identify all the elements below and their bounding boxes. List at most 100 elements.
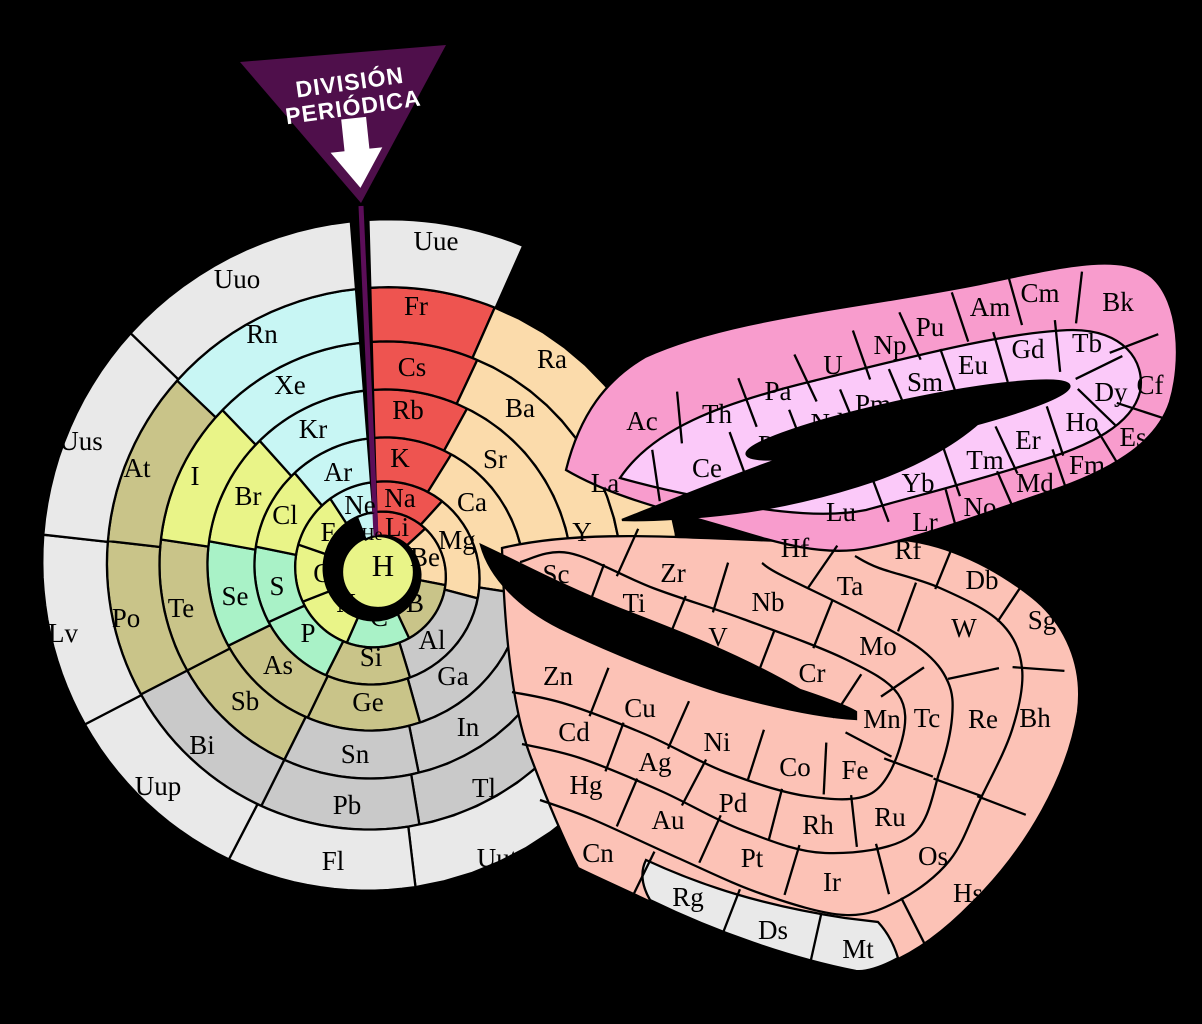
- element-label-Rn: Rn: [246, 319, 278, 349]
- element-label-Pr: Pr: [758, 430, 782, 460]
- cell-divider-lanthanides-0: [651, 449, 661, 502]
- cell-divider-actinides-5: [950, 291, 970, 343]
- element-label-Al: Al: [419, 625, 446, 655]
- element-label-Pa: Pa: [765, 376, 792, 406]
- element-label-Ra: Ra: [537, 344, 567, 374]
- cell-divider-d_period6-6: [698, 814, 722, 864]
- element-label-Cr: Cr: [799, 658, 826, 688]
- cell-divider-d_period4-5: [822, 742, 828, 795]
- element-label-Er: Er: [1015, 425, 1040, 455]
- element-label-I: I: [191, 461, 200, 491]
- element-label-He: He: [362, 524, 383, 544]
- cell-divider-actinides-3: [851, 330, 872, 380]
- element-label-Ge: Ge: [352, 687, 383, 717]
- element-label-Ag: Ag: [639, 747, 672, 777]
- element-label-Dy: Dy: [1095, 377, 1128, 407]
- element-label-Cm: Cm: [1020, 278, 1059, 308]
- element-label-Ru: Ru: [874, 802, 906, 832]
- cell-divider-lanthanides-2: [788, 409, 809, 459]
- element-label-Ir: Ir: [823, 867, 841, 897]
- cell-divider-d_period4-3: [831, 673, 863, 719]
- element-label-Pm: Pm: [855, 389, 891, 419]
- cell-divider-d_period5-8: [604, 722, 625, 772]
- cell-divider-d_period7-0: [934, 540, 956, 590]
- element-label-Nb: Nb: [752, 587, 785, 617]
- band-boundary-b67: [539, 554, 1024, 917]
- cell-divider-d_period6-4: [874, 843, 891, 895]
- element-label-Uup: Uup: [135, 771, 182, 801]
- cell-divider-d_period7-3: [976, 795, 1027, 816]
- element-label-Au: Au: [652, 805, 685, 835]
- element-label-Np: Np: [874, 330, 907, 360]
- cell-divider-d_period7-6: [720, 888, 741, 939]
- element-label-Ac: Ac: [626, 406, 657, 436]
- cell-divider-actinides-7: [1074, 271, 1084, 324]
- cell-divider-d_period6-0: [806, 544, 839, 590]
- element-label-Po: Po: [112, 603, 141, 633]
- cell-divider-d_period4-7: [666, 700, 691, 750]
- element-label-Es: Es: [1120, 422, 1147, 452]
- cell-divider-actinides-1: [737, 377, 758, 428]
- element-label-Fr: Fr: [404, 291, 428, 321]
- element-label-F: F: [320, 517, 335, 547]
- down-arrow-icon: [330, 116, 383, 188]
- cell-divider-lanthanides-10: [1045, 405, 1065, 457]
- element-label-Sb: Sb: [231, 686, 260, 716]
- cell-divider-lanthanides-4: [887, 368, 911, 418]
- periodic-division-line: [358, 205, 379, 537]
- element-label-Zn: Zn: [543, 661, 573, 691]
- element-label-Zr: Zr: [660, 558, 685, 588]
- cell-divider-actinides-10: [1095, 428, 1125, 474]
- element-label-Cn: Cn: [582, 838, 614, 868]
- element-label-Ce: Ce: [692, 453, 722, 483]
- element-label-Yb: Yb: [902, 468, 935, 498]
- element-label-Y: Y: [572, 517, 592, 547]
- element-label-Fe: Fe: [842, 755, 869, 785]
- element-label-Ar: Ar: [324, 457, 353, 487]
- element-label-Ca: Ca: [457, 487, 487, 517]
- element-label-Uut: Uut: [477, 843, 518, 873]
- element-label-Bi: Bi: [189, 730, 215, 760]
- element-label-V: V: [708, 622, 728, 652]
- element-label-Tm: Tm: [966, 445, 1004, 475]
- cell-divider-actinides-6: [1006, 274, 1024, 326]
- cell-boundaries: [511, 271, 1167, 966]
- element-label-Mo: Mo: [859, 631, 897, 661]
- element-label-K: K: [390, 443, 410, 473]
- cell-divider-d_period5-4: [883, 757, 934, 778]
- element-label-As: As: [263, 650, 293, 680]
- cell-divider-d_period5-6: [767, 788, 784, 840]
- element-label-S: S: [269, 571, 284, 601]
- cell-divider-lanthanides-12: [941, 446, 962, 497]
- cell-divider-lanthanides-8: [1075, 355, 1123, 380]
- element-label-Rg: Rg: [672, 882, 704, 912]
- element-label-U: U: [823, 350, 843, 380]
- cell-divider-d_period7-5: [808, 913, 823, 966]
- cell-divider-lanthanides-5: [939, 348, 959, 399]
- cell-divider-d_period7-4: [900, 897, 926, 945]
- element-label-Xe: Xe: [274, 370, 305, 400]
- element-label-Hf: Hf: [781, 533, 810, 563]
- cell-divider-actinides-9: [1116, 401, 1167, 421]
- element-label-Ne: Ne: [344, 490, 375, 520]
- cell-divider-d_period4-4: [844, 731, 893, 758]
- element-label-Ho: Ho: [1066, 407, 1099, 437]
- cell-divider-actinides-13: [944, 489, 961, 540]
- element-label-Se: Se: [222, 581, 249, 611]
- element-label-Pd: Pd: [719, 788, 748, 818]
- element-label-Uus: Uus: [59, 426, 103, 456]
- element-label-Mn: Mn: [863, 704, 901, 734]
- element-label-Os: Os: [918, 841, 948, 871]
- element-label-Sm: Sm: [907, 367, 943, 397]
- element-label-Te: Te: [168, 593, 195, 623]
- element-label-Eu: Eu: [958, 350, 988, 380]
- cell-divider-d_period6-5: [783, 844, 801, 896]
- element-label-Nd: Nd: [811, 408, 844, 438]
- element-label-Th: Th: [702, 399, 732, 429]
- cell-divider-actinides-4: [898, 311, 922, 361]
- cell-divider-lanthanides-11: [994, 425, 1019, 475]
- band-boundary-b45: [511, 550, 907, 801]
- element-label-Pt: Pt: [741, 843, 764, 873]
